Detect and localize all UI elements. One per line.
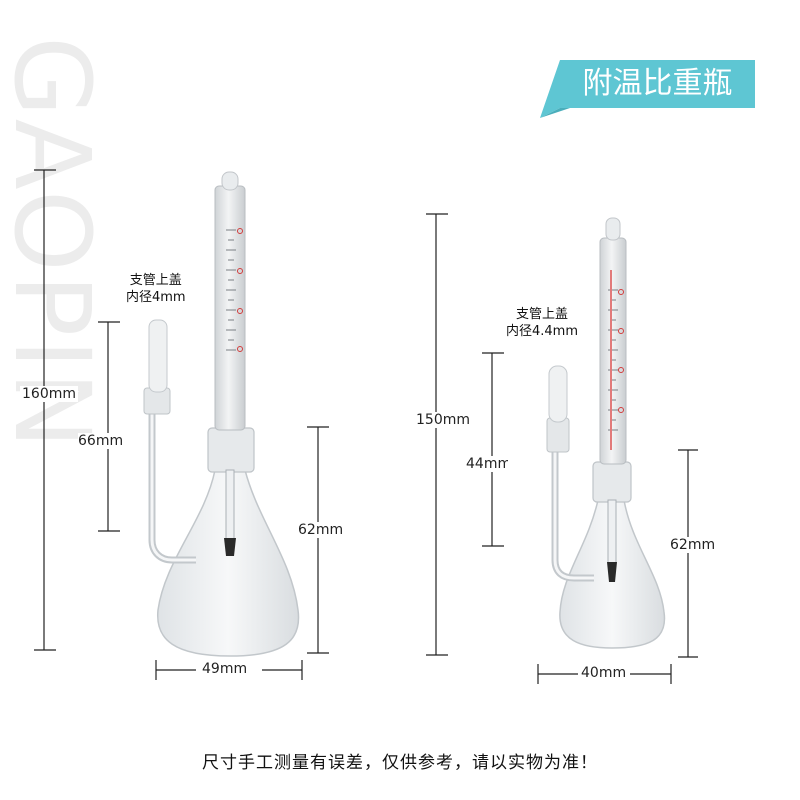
left-pycnometer [143,171,300,657]
right-scale-marks-red [618,289,624,413]
left-cap-note-line1: 支管上盖 [129,273,182,288]
left-cap-note-line2: 内径4mm [126,290,186,305]
right-dim-width-line [537,664,672,684]
right-pycnometer [546,217,666,649]
measurement-disclaimer: 尺寸手工测量有误差，仅供参考，请以实物为准！ [202,753,598,773]
brand-watermark: GAOPIN [0,16,113,486]
right-cap-note-line2: 内径4.4mm [506,324,579,339]
right-red-liquid [610,270,612,450]
right-cap-note: 支管上盖 内径4.4mm [506,306,578,340]
right-body-height-label: 62mm [668,537,718,553]
left-thermometer-scale [226,229,236,351]
left-thermometer-bulb [224,538,236,556]
right-thermometer-bulb [607,562,617,582]
left-body-height-label: 62mm [296,522,346,538]
left-body-width-label: 49mm [202,661,248,677]
left-thermometer-tip [221,171,239,191]
left-side-cap [148,319,168,393]
left-dim-body-line [307,426,329,654]
right-side-tube-height-label: 44mm [466,456,508,472]
right-side-cap-joint [546,417,570,453]
right-capillary [607,499,617,565]
left-dim-total-line [34,169,56,651]
left-cap-note: 支管上盖 内径4mm [126,272,186,306]
left-capillary [225,469,235,541]
left-dim-side-tube-line [98,321,120,532]
right-dim-body-line [678,449,698,658]
left-thermometer [214,185,246,431]
right-dim-side-tube-line [482,352,504,547]
title-banner [540,60,755,118]
right-side-cap [548,365,568,423]
banner-title: 附温比重瓶 [582,66,733,101]
right-height-total-label: 150mm [414,412,472,428]
right-cap-note-line1: 支管上盖 [516,307,569,322]
right-ground-joint [592,461,632,503]
left-scale-marks-red [237,228,243,352]
left-height-total-label: 160mm [20,386,78,402]
left-dim-width-line [155,660,303,680]
left-ground-joint [207,427,255,473]
watermark-text: GAOPIN [0,36,106,451]
left-side-tube-height-label: 66mm [78,433,124,449]
right-dim-total-line [426,213,448,656]
right-body-width-label: 40mm [581,665,627,681]
right-thermometer-tip [605,217,621,241]
